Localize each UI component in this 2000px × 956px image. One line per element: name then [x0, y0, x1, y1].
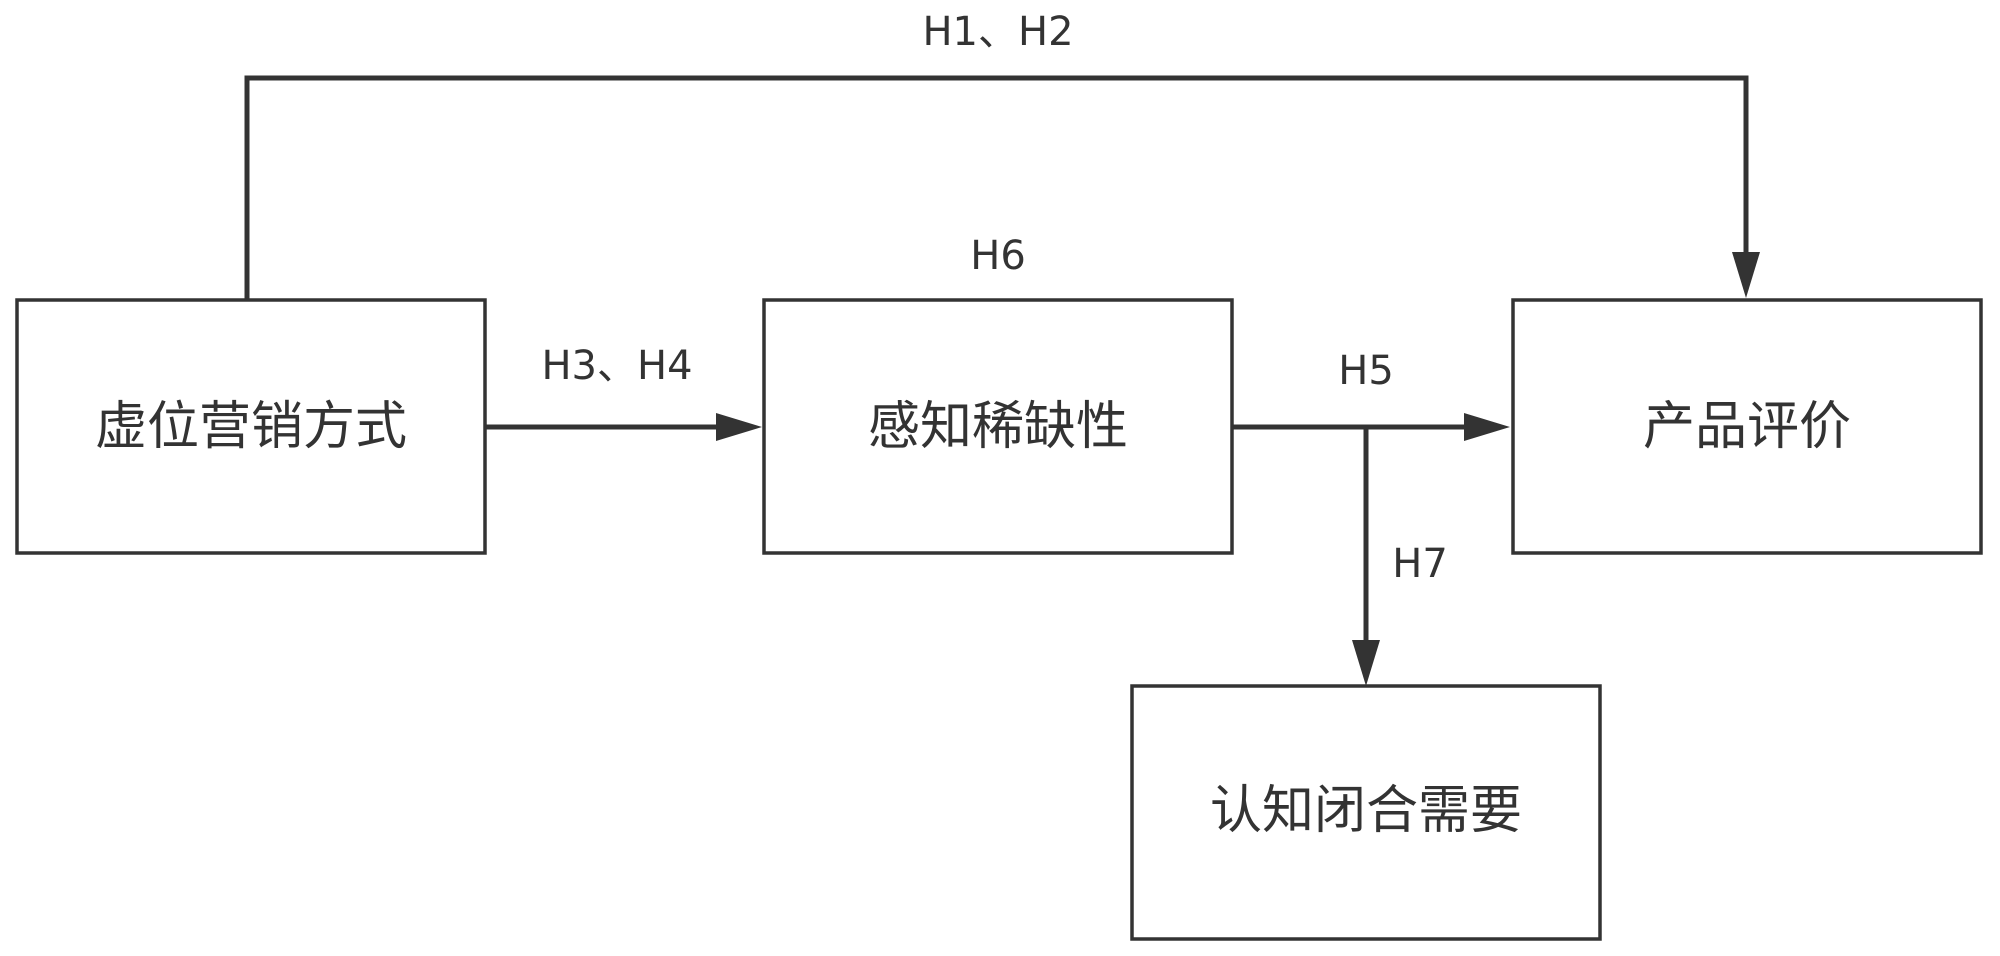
node-virtual-marketing: 虚位营销方式 — [15, 298, 487, 555]
node-box — [15, 298, 487, 555]
node-label: 产品评价 — [1643, 397, 1851, 457]
node-perceived-scarcity: 感知稀缺性 — [762, 298, 1234, 555]
arrowhead-perceived-scarcity — [716, 413, 762, 441]
edge-label-h5: H5 — [1338, 348, 1394, 394]
node-label: 感知稀缺性 — [868, 397, 1128, 457]
edge-labels: H1、H2 H3、H4 H6 H5 H7 — [541, 9, 1447, 587]
edge-virtual-marketing-to-product-evaluation — [244, 75, 1749, 300]
node-box — [762, 298, 1234, 555]
edge-label-h6: H6 — [970, 233, 1026, 279]
node-need-for-closure: 认知闭合需要 — [1130, 684, 1602, 941]
node-label: 虚位营销方式 — [95, 397, 407, 457]
node-box — [1511, 298, 1983, 555]
arrowhead-need-for-closure — [1352, 640, 1380, 686]
node-label: 认知闭合需要 — [1210, 781, 1522, 841]
arrowhead-product-evaluation-left — [1464, 413, 1510, 441]
arrowhead-product-evaluation-top — [1732, 252, 1760, 298]
edges — [244, 75, 1760, 686]
edge-label-h7: H7 — [1392, 541, 1448, 587]
node-product-evaluation: 产品评价 — [1511, 298, 1983, 555]
node-box — [1130, 684, 1602, 941]
edge-label-h3-h4: H3、H4 — [541, 343, 692, 389]
edge-label-h1-h2: H1、H2 — [922, 9, 1073, 55]
